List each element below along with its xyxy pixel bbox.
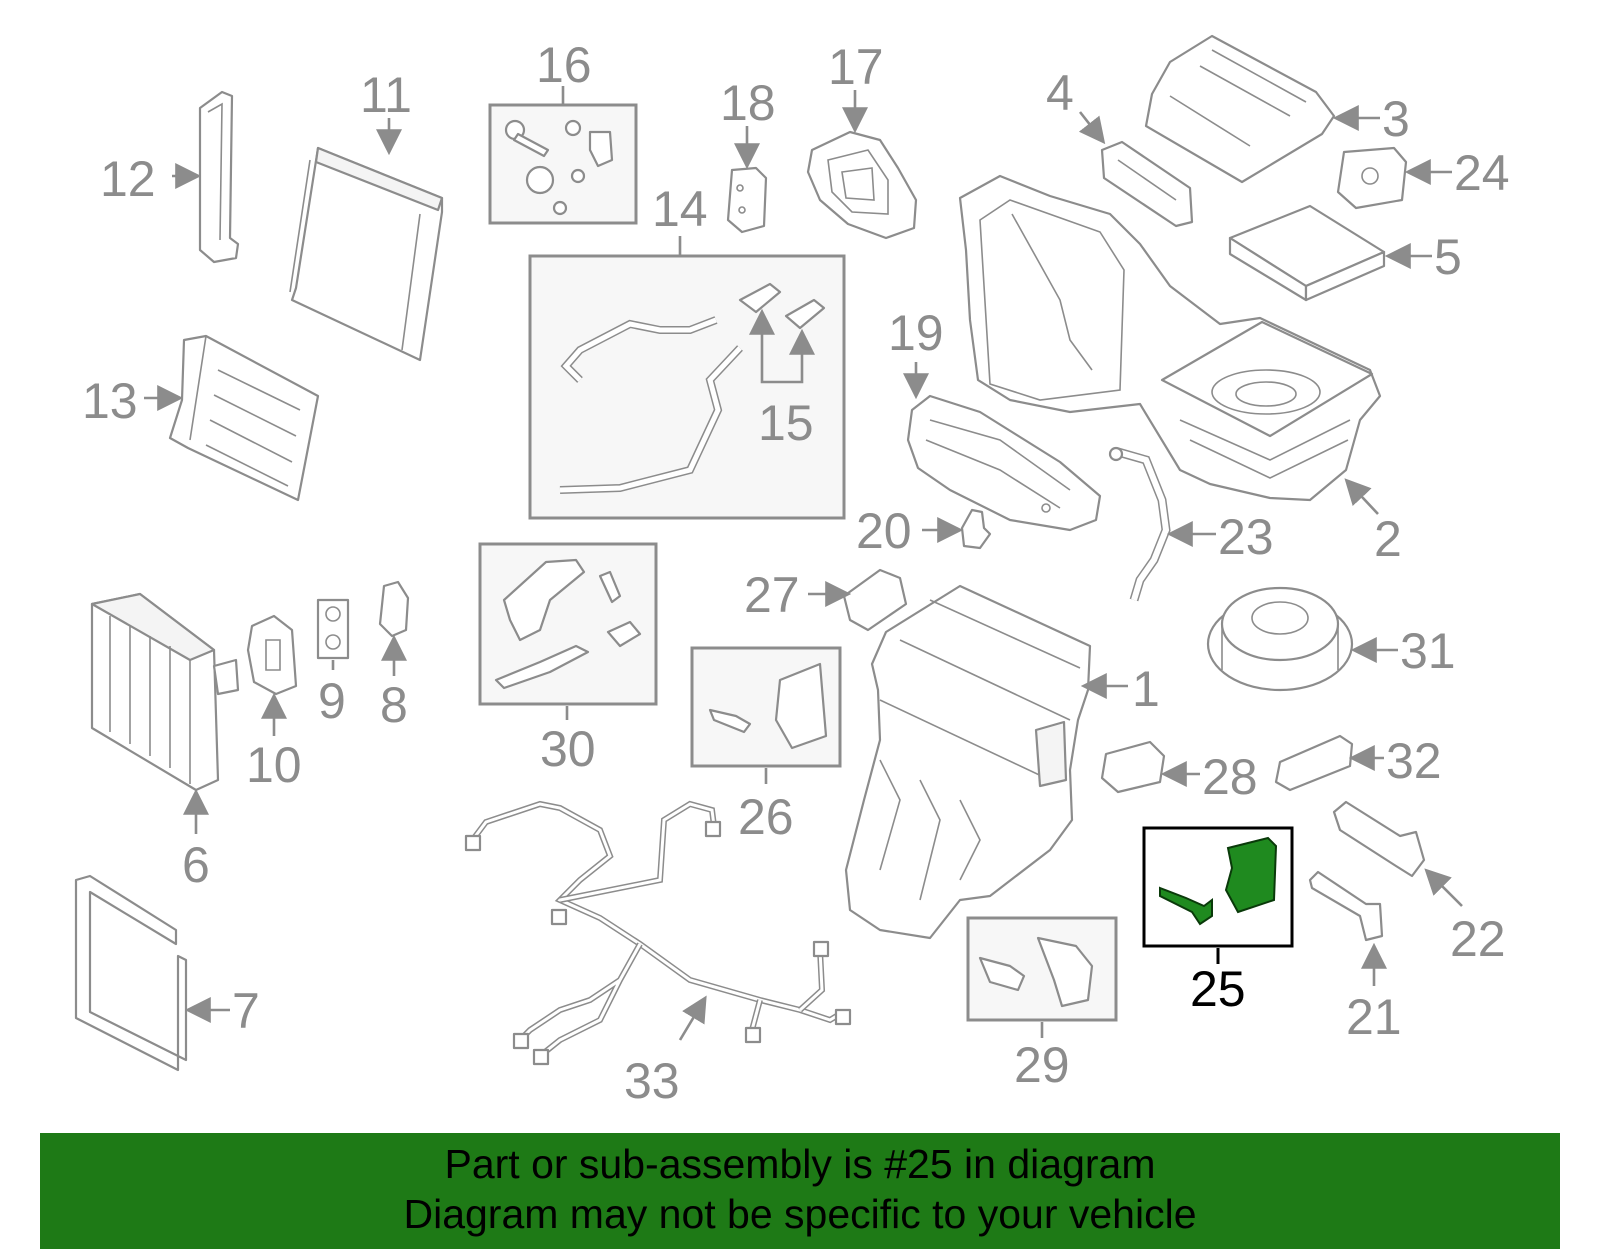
callout-12: 12	[100, 151, 156, 207]
part-28-actuator	[1100, 740, 1166, 794]
callout-8: 8	[380, 677, 408, 733]
callout-26: 26	[738, 789, 794, 845]
info-banner: Part or sub-assembly is #25 in diagram D…	[40, 1133, 1560, 1249]
part-25-actuator	[1159, 836, 1278, 926]
callout-10: 10	[246, 737, 302, 793]
part-26-actuator	[708, 662, 828, 750]
part-15-clamps	[738, 282, 826, 330]
callout-33: 33	[624, 1053, 680, 1109]
part-30-linkage	[494, 558, 642, 690]
callout-6: 6	[182, 837, 210, 893]
part-1-lower-housing	[844, 584, 1092, 940]
part-14-hoses	[559, 316, 743, 494]
part-3-duct	[1144, 34, 1336, 184]
callout-16: 16	[536, 37, 592, 93]
part-21-sensor	[1308, 870, 1384, 942]
part-14-box	[528, 254, 846, 520]
callout-21: 21	[1346, 989, 1402, 1045]
part-4-bracket	[1100, 140, 1194, 228]
callout-3: 3	[1382, 91, 1410, 147]
part-33-harness	[464, 800, 852, 1066]
callout-32: 32	[1386, 733, 1442, 789]
callout-31: 31	[1400, 623, 1456, 679]
part-12-bracket	[198, 90, 240, 264]
part-29-actuator	[978, 936, 1094, 1008]
callout-14: 14	[652, 181, 708, 237]
callout-23: 23	[1218, 509, 1274, 565]
part-24-actuator	[1336, 146, 1408, 210]
part-6-evaporator	[90, 592, 240, 792]
callout-25: 25	[1190, 961, 1246, 1017]
banner-line-1: Part or sub-assembly is #25 in diagram	[444, 1141, 1156, 1187]
callout-1: 1	[1132, 661, 1160, 717]
callout-28: 28	[1202, 749, 1258, 805]
part-16-fittings	[504, 119, 614, 216]
callout-22: 22	[1450, 911, 1506, 967]
callout-2: 2	[1374, 511, 1402, 567]
callout-30: 30	[540, 721, 596, 777]
callout-29: 29	[1014, 1037, 1070, 1093]
part-31-blower	[1206, 586, 1354, 692]
callout-27: 27	[744, 567, 800, 623]
part-27-actuator	[842, 568, 908, 632]
part-23-hose	[1108, 446, 1171, 602]
callout-7: 7	[232, 983, 260, 1039]
part-19-panel	[906, 394, 1102, 532]
banner-line-2: Diagram may not be specific to your vehi…	[403, 1191, 1197, 1237]
part-2-upper-housing	[958, 174, 1382, 502]
part-13-heater-core	[168, 334, 320, 502]
callout-13: 13	[82, 373, 138, 429]
callout-4: 4	[1046, 65, 1074, 121]
part-10-valve	[246, 614, 298, 696]
callout-11: 11	[360, 67, 412, 123]
part-18-sensor	[726, 166, 768, 234]
callout-18: 18	[720, 75, 776, 131]
callout-15: 15	[758, 395, 814, 451]
callout-19: 19	[888, 305, 944, 361]
part-8-switch	[378, 580, 410, 638]
callout-24: 24	[1454, 145, 1510, 201]
callout-20: 20	[856, 503, 912, 559]
callout-5: 5	[1434, 229, 1462, 285]
callout-17: 17	[828, 39, 884, 95]
part-5-filter	[1228, 204, 1386, 302]
part-7-seal	[74, 874, 188, 1072]
callout-9: 9	[318, 673, 346, 729]
part-22-sensor	[1332, 800, 1426, 878]
part-32-trim	[1274, 734, 1354, 792]
part-11-evaporator	[289, 146, 444, 362]
part-17-seal	[806, 130, 918, 240]
part-20-clip	[960, 508, 992, 550]
part-9-seals	[316, 598, 350, 660]
